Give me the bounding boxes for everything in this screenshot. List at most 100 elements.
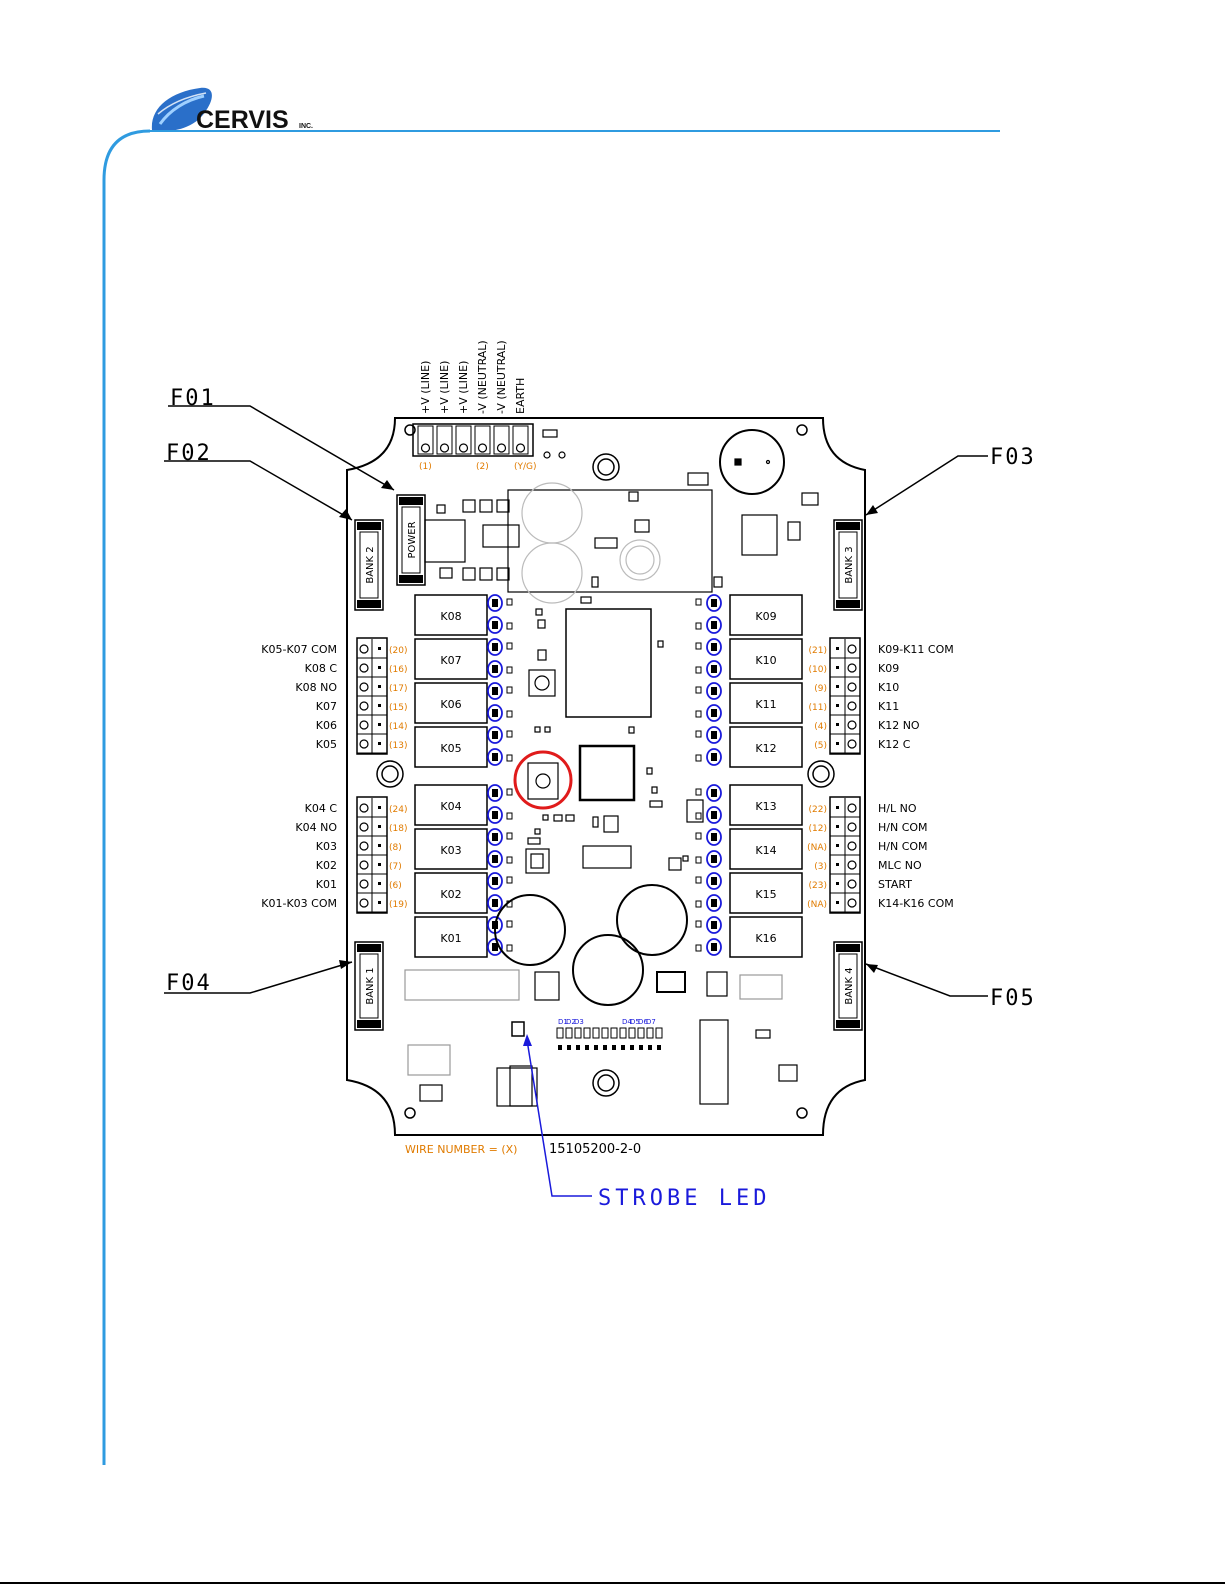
terminal-wire-number: (6) [389, 881, 402, 891]
terminal-label: K07 [316, 700, 337, 713]
power-terminal: +V (LINE) [455, 361, 472, 455]
terminal-wire-number: (20) [389, 646, 407, 656]
terminal-blocks: K05-K07 COM(20)K08 C(16)K08 NO(17)K07(15… [261, 637, 954, 914]
terminal-row: K04 C(24) [305, 798, 407, 818]
terminal-row: H/L NO (22) [809, 798, 917, 818]
terminal-wire-number: (14) [389, 722, 407, 732]
terminal-wire-number: (NA) [807, 843, 827, 853]
fuse-f05-bank4: BANK 4 [833, 941, 863, 1031]
svg-text:F03: F03 [990, 445, 1036, 470]
power-terminal: EARTH(Y/G) [512, 378, 537, 472]
relay-label: K13 [755, 800, 776, 813]
terminal-row: H/N COM (NA) [807, 836, 928, 856]
terminal-block-right-upper: K09-K11 COM(21)K09(10)K10(9)K11(11)K12 N… [809, 637, 954, 755]
relay-label: K08 [440, 610, 461, 623]
fuse-f02-bank2: BANK 2 [354, 519, 384, 611]
terminal-wire-number: (18) [389, 824, 407, 834]
callout-strobe-led: STROBE LED [523, 1034, 770, 1211]
terminal-label: K05 [316, 738, 337, 751]
terminal-wire-number: (12) [809, 824, 827, 834]
terminal-wire-number: (NA) [807, 900, 827, 910]
terminal-label: K03 [316, 840, 337, 853]
led-d2: D2 [566, 1018, 576, 1026]
terminal-row: K02(7) [316, 855, 402, 875]
terminal-wire-number: (8) [389, 843, 402, 853]
terminal-wire-number: (16) [389, 665, 407, 675]
logic-area [404, 608, 798, 1107]
terminal-wire-number: (5) [814, 741, 827, 751]
relay-k05: K05 [414, 726, 513, 768]
callout-f02: F02 [164, 441, 353, 521]
relay-k12: K12 [695, 726, 803, 768]
terminal-block-left-upper: K05-K07 COM(20)K08 C(16)K08 NO(17)K07(15… [261, 637, 407, 755]
terminal-wire-number: (3) [814, 862, 827, 872]
relay-label: K10 [755, 654, 776, 667]
terminal-wire-number: (17) [389, 684, 407, 694]
terminal-row: K11(11) [809, 696, 899, 716]
svg-text:STROBE LED: STROBE LED [598, 1186, 770, 1211]
terminal-label: H/L NO [878, 802, 917, 815]
terminal-wire-number: (22) [809, 805, 827, 815]
power-terminal-label: +V (LINE) [438, 361, 451, 414]
terminal-label: K06 [316, 719, 337, 732]
power-terminal: +V (LINE)(1) [417, 361, 434, 472]
led-label: D4 [622, 1018, 632, 1026]
logo-suffix: INC. [299, 123, 313, 130]
terminal-label: MLC NO [878, 859, 922, 872]
terminal-block-right-lower: H/L NO (22) H/N COM (12) H/N COM (NA) MLC NO (3… [807, 796, 954, 914]
cervis-logo: CERVIS INC. [151, 87, 313, 134]
relay-k02: K02 [414, 872, 513, 914]
terminal-label: H/N COM [878, 821, 928, 834]
terminal-wire-number: (11) [809, 703, 827, 713]
callout-f04: F04 [164, 960, 353, 996]
power-terminal: -V (NEUTRAL)(2) [474, 340, 491, 472]
fuse-label: BANK 4 [844, 967, 855, 1004]
terminal-wire-number: (7) [389, 862, 402, 872]
highlight-ring [513, 750, 573, 810]
relay-k16: K16 [695, 916, 803, 958]
terminal-row: MLC NO (3) [814, 855, 922, 875]
terminal-row: K03 (8) [316, 836, 402, 856]
terminal-wire-number: (4) [814, 722, 827, 732]
terminal-wire-number: (15) [389, 703, 407, 713]
terminal-block-left-lower: K04 C(24)K04 NO(18)K03(8)K02(7)K01(6)K01… [261, 796, 407, 914]
relay-label: K03 [440, 844, 461, 857]
relay-label: K07 [440, 654, 461, 667]
relay-label: K16 [755, 932, 776, 945]
relay-label: K05 [440, 742, 461, 755]
part-number: 15105200-2-0 [549, 1142, 641, 1157]
relay-k04: K04 [414, 784, 513, 826]
relay-label: K15 [755, 888, 776, 901]
terminal-label: START [878, 878, 912, 891]
fuse-label: BANK 1 [365, 967, 376, 1004]
fuse-label: BANK 3 [844, 546, 855, 583]
terminal-label: H/N COM [878, 840, 928, 853]
relay-label: K11 [755, 698, 776, 711]
relay-label: K14 [755, 844, 776, 857]
relay-k15: K15 [695, 872, 803, 914]
terminal-wire-number: (9) [814, 684, 827, 694]
callout-f05: F05 [865, 963, 1034, 1011]
terminal-row: K08 C(16) [305, 658, 407, 678]
power-terminal: +V (LINE) [436, 361, 453, 455]
terminal-wire-number: (13) [389, 741, 407, 751]
relay-k06: K06 [414, 682, 513, 724]
fuse-f03-bank3: BANK 3 [833, 519, 863, 611]
relay-k07: K07 [414, 638, 513, 680]
wire-number-legend: WIRE NUMBER = (X) [405, 1143, 517, 1156]
fuse-f04-bank1: BANK 1 [354, 941, 384, 1031]
terminal-label: K09 [878, 662, 899, 675]
mounting-holes [376, 424, 835, 1119]
terminal-label: K09-K11 COM [878, 643, 954, 656]
fuse-label: BANK 2 [365, 546, 376, 583]
led-label: D6 [638, 1018, 648, 1026]
terminal-label: K14-K16 COM [878, 897, 954, 910]
power-terminal-label: +V (LINE) [419, 361, 432, 414]
led-d7: D7 [646, 1018, 656, 1026]
terminal-label: K10 [878, 681, 899, 694]
terminal-row: K04 NO(18) [295, 817, 407, 837]
fuse-f01-power: POWER [396, 494, 426, 586]
terminal-wire-number: (23) [809, 881, 827, 891]
